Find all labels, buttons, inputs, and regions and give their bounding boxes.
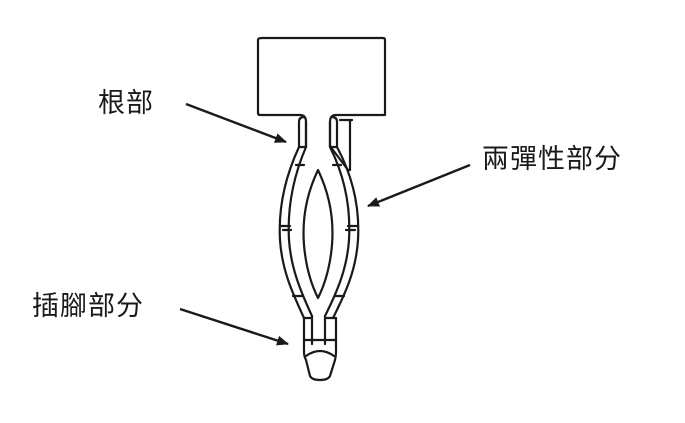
pin-outline xyxy=(256,36,387,382)
pin-neck-right xyxy=(328,120,339,149)
pin-neck-left xyxy=(297,120,308,149)
label-spring-section: 兩彈性部分 xyxy=(482,144,622,175)
leader-arrows xyxy=(179,102,471,346)
arrow-spring xyxy=(367,163,471,208)
spring-eye-slot xyxy=(302,168,334,300)
spring-beam-left-outer xyxy=(278,145,306,320)
pin-head xyxy=(260,36,387,172)
arrow-pin xyxy=(179,307,289,346)
label-pin-section: 插腳部分 xyxy=(32,291,144,322)
spring-beam-right-inner xyxy=(323,145,351,318)
pin-tail xyxy=(302,316,338,382)
label-root: 根部 xyxy=(98,88,154,119)
spring-beam-left-inner xyxy=(287,145,314,318)
arrow-root xyxy=(185,102,287,144)
